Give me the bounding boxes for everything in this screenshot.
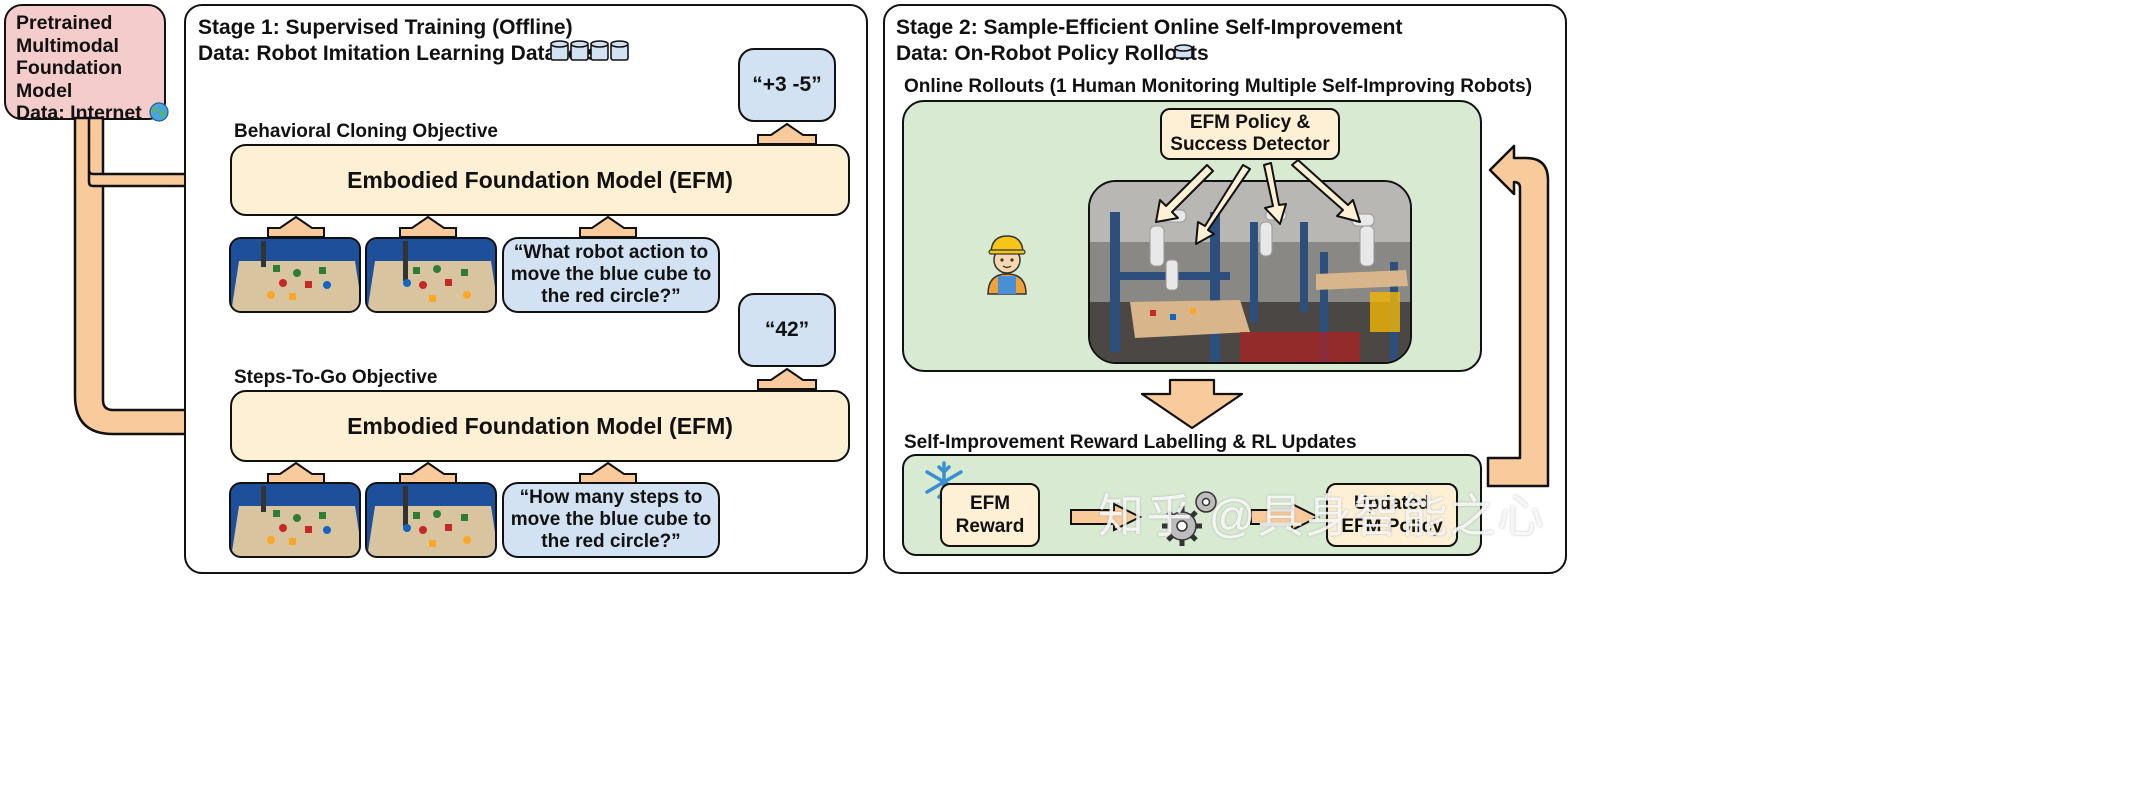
bc-output-box: “+3 -5”	[738, 48, 836, 122]
database-icon	[550, 40, 629, 61]
stg-input-arrows	[267, 461, 637, 484]
rollouts-title: Online Rollouts (1 Human Monitoring Mult…	[904, 76, 1533, 97]
updated-line-1: Updated	[1354, 493, 1430, 514]
policy-detector-box: EFM Policy & Success Detector	[1160, 108, 1340, 160]
bc-objective-label: Behavioral Cloning Objective	[234, 121, 498, 142]
stg-scene-image-1	[229, 482, 361, 558]
bc-question-line-2: move the blue cube to	[510, 264, 712, 285]
bc-efm-box: Embodied Foundation Model (EFM)	[230, 144, 850, 216]
stage2-data-label: Data: On-Robot Policy Rollouts	[896, 42, 1209, 65]
globe-icon	[149, 102, 169, 122]
reward-line-1: EFM	[969, 493, 1011, 514]
stg-question-line-2: move the blue cube to	[510, 509, 712, 530]
pretrained-line-2: Multimodal	[16, 34, 119, 57]
gears-to-updated-arrow	[1250, 502, 1321, 532]
pretrained-line-3: Foundation	[16, 57, 123, 79]
gears-icon	[1162, 491, 1217, 546]
stage2-title: Stage 2: Sample-Efficient Online Self-Im…	[896, 16, 1403, 39]
stg-question-line-3: the red circle?”	[541, 531, 681, 552]
bc-question-box: “What robot action to move the blue cube…	[502, 237, 720, 313]
bc-question-line-3: the red circle?”	[541, 286, 681, 307]
bc-input-arrows	[267, 215, 637, 238]
bc-question-line-1: “What robot action to	[513, 242, 709, 263]
updated-policy-box: Updated EFM Policy	[1326, 483, 1458, 547]
bc-scene-image-1	[229, 237, 361, 313]
updated-line-2: EFM Policy	[1341, 516, 1443, 537]
stg-scene-image-2	[365, 482, 497, 558]
stg-output-box: “42”	[738, 293, 836, 367]
reward-line-2: Reward	[955, 516, 1025, 537]
stg-question-box: “How many steps to move the blue cube to…	[502, 482, 720, 558]
policy-line-1: EFM Policy &	[1189, 112, 1311, 133]
bc-output-arrow	[757, 122, 817, 145]
construction-worker-icon	[987, 235, 1027, 295]
down-arrow	[1140, 378, 1244, 430]
pretrained-line-4: Model	[16, 79, 73, 102]
bc-scene-image-2	[365, 237, 497, 313]
pretrained-model-box: Pretrained Multimodal Foundation Model D…	[4, 4, 169, 124]
pretrained-line-1: Pretrained	[16, 12, 113, 34]
labelling-title: Self-Improvement Reward Labelling & RL U…	[904, 432, 1357, 453]
policy-line-2: Success Detector	[1170, 134, 1330, 155]
bc-output-text: “+3 -5”	[752, 73, 822, 96]
stage1-title: Stage 1: Supervised Training (Offline)	[198, 16, 573, 39]
stage1-data-label: Data: Robot Imitation Learning Datasets	[198, 42, 599, 65]
efm-reward-box: EFM Reward	[940, 483, 1040, 547]
pretrained-data-label: Data: Internet	[16, 102, 142, 124]
robot-lab-photo	[1088, 180, 1412, 364]
stg-efm-box: Embodied Foundation Model (EFM)	[230, 390, 850, 462]
stg-objective-label: Steps-To-Go Objective	[234, 367, 438, 388]
reward-to-gears-arrow	[1070, 502, 1143, 532]
stg-efm-label: Embodied Foundation Model (EFM)	[347, 412, 733, 439]
bc-efm-label: Embodied Foundation Model (EFM)	[347, 166, 733, 193]
stg-output-text: “42”	[764, 318, 810, 341]
watermark-text: 知乎 @具身智能之心	[1098, 490, 1546, 542]
database-icon-small	[1174, 44, 1193, 59]
stg-output-arrow	[757, 367, 817, 390]
stg-question-line-1: “How many steps to	[519, 487, 703, 508]
